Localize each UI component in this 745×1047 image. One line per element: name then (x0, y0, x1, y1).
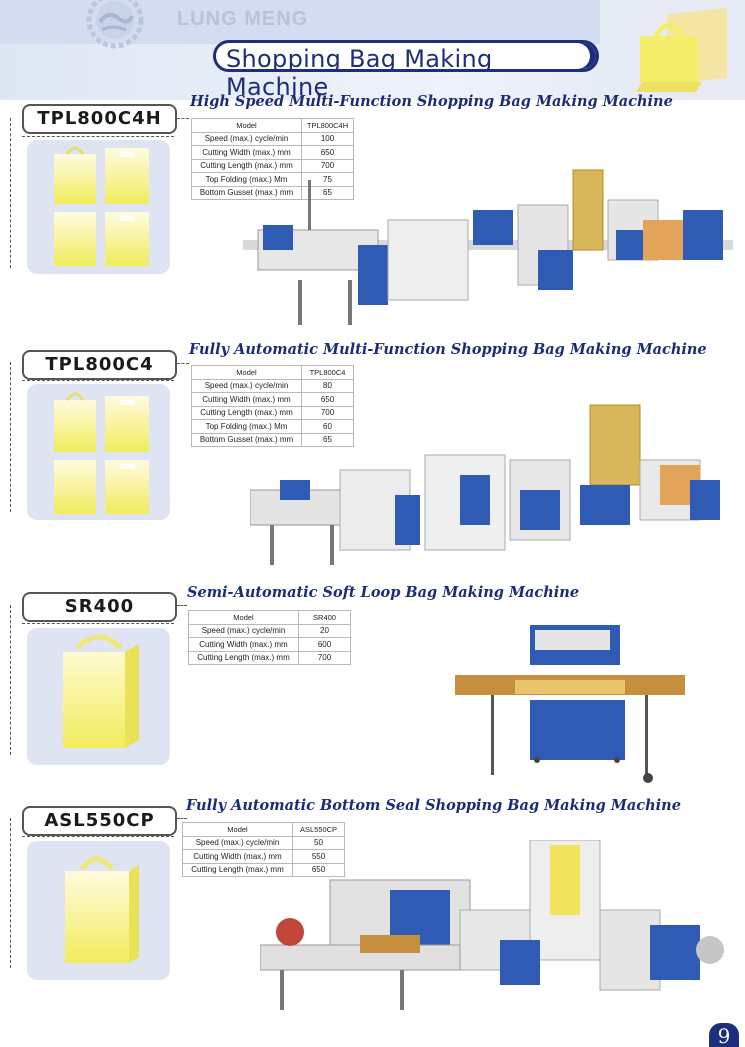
divider (177, 818, 187, 819)
spec-label: Cutting Width (max.) mm (191, 145, 302, 160)
divider (22, 136, 174, 137)
spec-value: 20 (298, 623, 351, 638)
divider (177, 363, 189, 364)
spec-label: Model (191, 365, 302, 380)
divider (22, 836, 174, 837)
spec-value: 80 (301, 378, 354, 393)
bag-samples-tpl800c4h (27, 140, 170, 274)
spec-label: Speed (max.) cycle/min (191, 378, 302, 393)
bag-samples-tpl800c4 (27, 384, 170, 520)
yellow-bag-icon (63, 634, 139, 748)
spec-value: 700 (298, 650, 351, 665)
divider (177, 605, 187, 606)
spec-label: Speed (max.) cycle/min (191, 131, 302, 146)
spec-value: TPL800C4H (301, 118, 354, 133)
spec-value: 65 (301, 185, 354, 200)
machine-photo-asl550cp (260, 840, 724, 1010)
yellow-bag-icon (54, 146, 149, 266)
spec-value: 600 (298, 637, 351, 652)
bag-sample-sr400 (27, 628, 170, 765)
yellow-bag-icon (65, 856, 139, 963)
spec-value: TPL800C4 (301, 365, 354, 380)
section-title-tpl800c4: Fully Automatic Multi-Function Shopping … (189, 341, 707, 358)
spec-value: ASL550CP (292, 822, 345, 837)
spec-label: Top Folding (max.) Mm (191, 419, 302, 434)
spec-value: 60 (301, 419, 354, 434)
spec-label: Model (182, 822, 293, 837)
spec-label: Model (188, 610, 299, 625)
machine-photo-sr400 (455, 625, 685, 783)
spec-value: 650 (301, 392, 354, 407)
divider (22, 380, 174, 381)
bag-sample-asl550cp (27, 841, 170, 980)
sku-tab-sr400: SR400 (22, 592, 177, 622)
sku-tab-asl550cp: ASL550CP (22, 806, 177, 836)
spec-value: 700 (301, 405, 354, 420)
spec-label: Cutting Length (max.) mm (191, 405, 302, 420)
yellow-bag-icon (54, 392, 149, 514)
sku-tab-tpl800c4: TPL800C4 (22, 350, 177, 380)
spec-label: Model (191, 118, 302, 133)
spec-label: Cutting Width (max.) mm (188, 637, 299, 652)
section-title-sr400: Semi-Automatic Soft Loop Bag Making Mach… (187, 584, 580, 601)
divider (10, 118, 11, 268)
page-title: Shopping Bag Making Machine (226, 45, 493, 101)
divider (22, 623, 174, 624)
spec-label: Speed (max.) cycle/min (188, 623, 299, 638)
page-header: LUNG MENG Shopping Bag Making Machine (0, 0, 745, 101)
sku-tab-tpl800c4h: TPL800C4H (22, 104, 177, 134)
page-title-pill: Shopping Bag Making Machine (213, 40, 599, 101)
spec-value: 650 (292, 862, 345, 877)
section-title-tpl800c4h: High Speed Multi-Function Shopping Bag M… (190, 93, 673, 110)
machine-photo-tpl800c4h (243, 169, 733, 325)
bag-illustration-icon (612, 0, 745, 100)
spec-label: Cutting Length (max.) mm (188, 650, 299, 665)
spec-label: Bottom Gusset (max.) mm (191, 185, 302, 200)
dragon-gear-logo-icon (86, 0, 144, 49)
spec-value: SR400 (298, 610, 351, 625)
divider (10, 818, 11, 968)
page-number: 9 (709, 1023, 739, 1047)
divider (10, 362, 11, 512)
divider (10, 605, 11, 755)
machine-photo-tpl800c4 (250, 404, 720, 565)
divider (177, 118, 189, 119)
header-bag-illustration (612, 0, 745, 100)
spec-value: 650 (301, 145, 354, 160)
spec-value: 65 (301, 432, 354, 447)
section-title-asl550cp: Fully Automatic Bottom Seal Shopping Bag… (186, 797, 681, 814)
spec-value: 100 (301, 131, 354, 146)
brand-name: LUNG MENG (177, 8, 309, 30)
